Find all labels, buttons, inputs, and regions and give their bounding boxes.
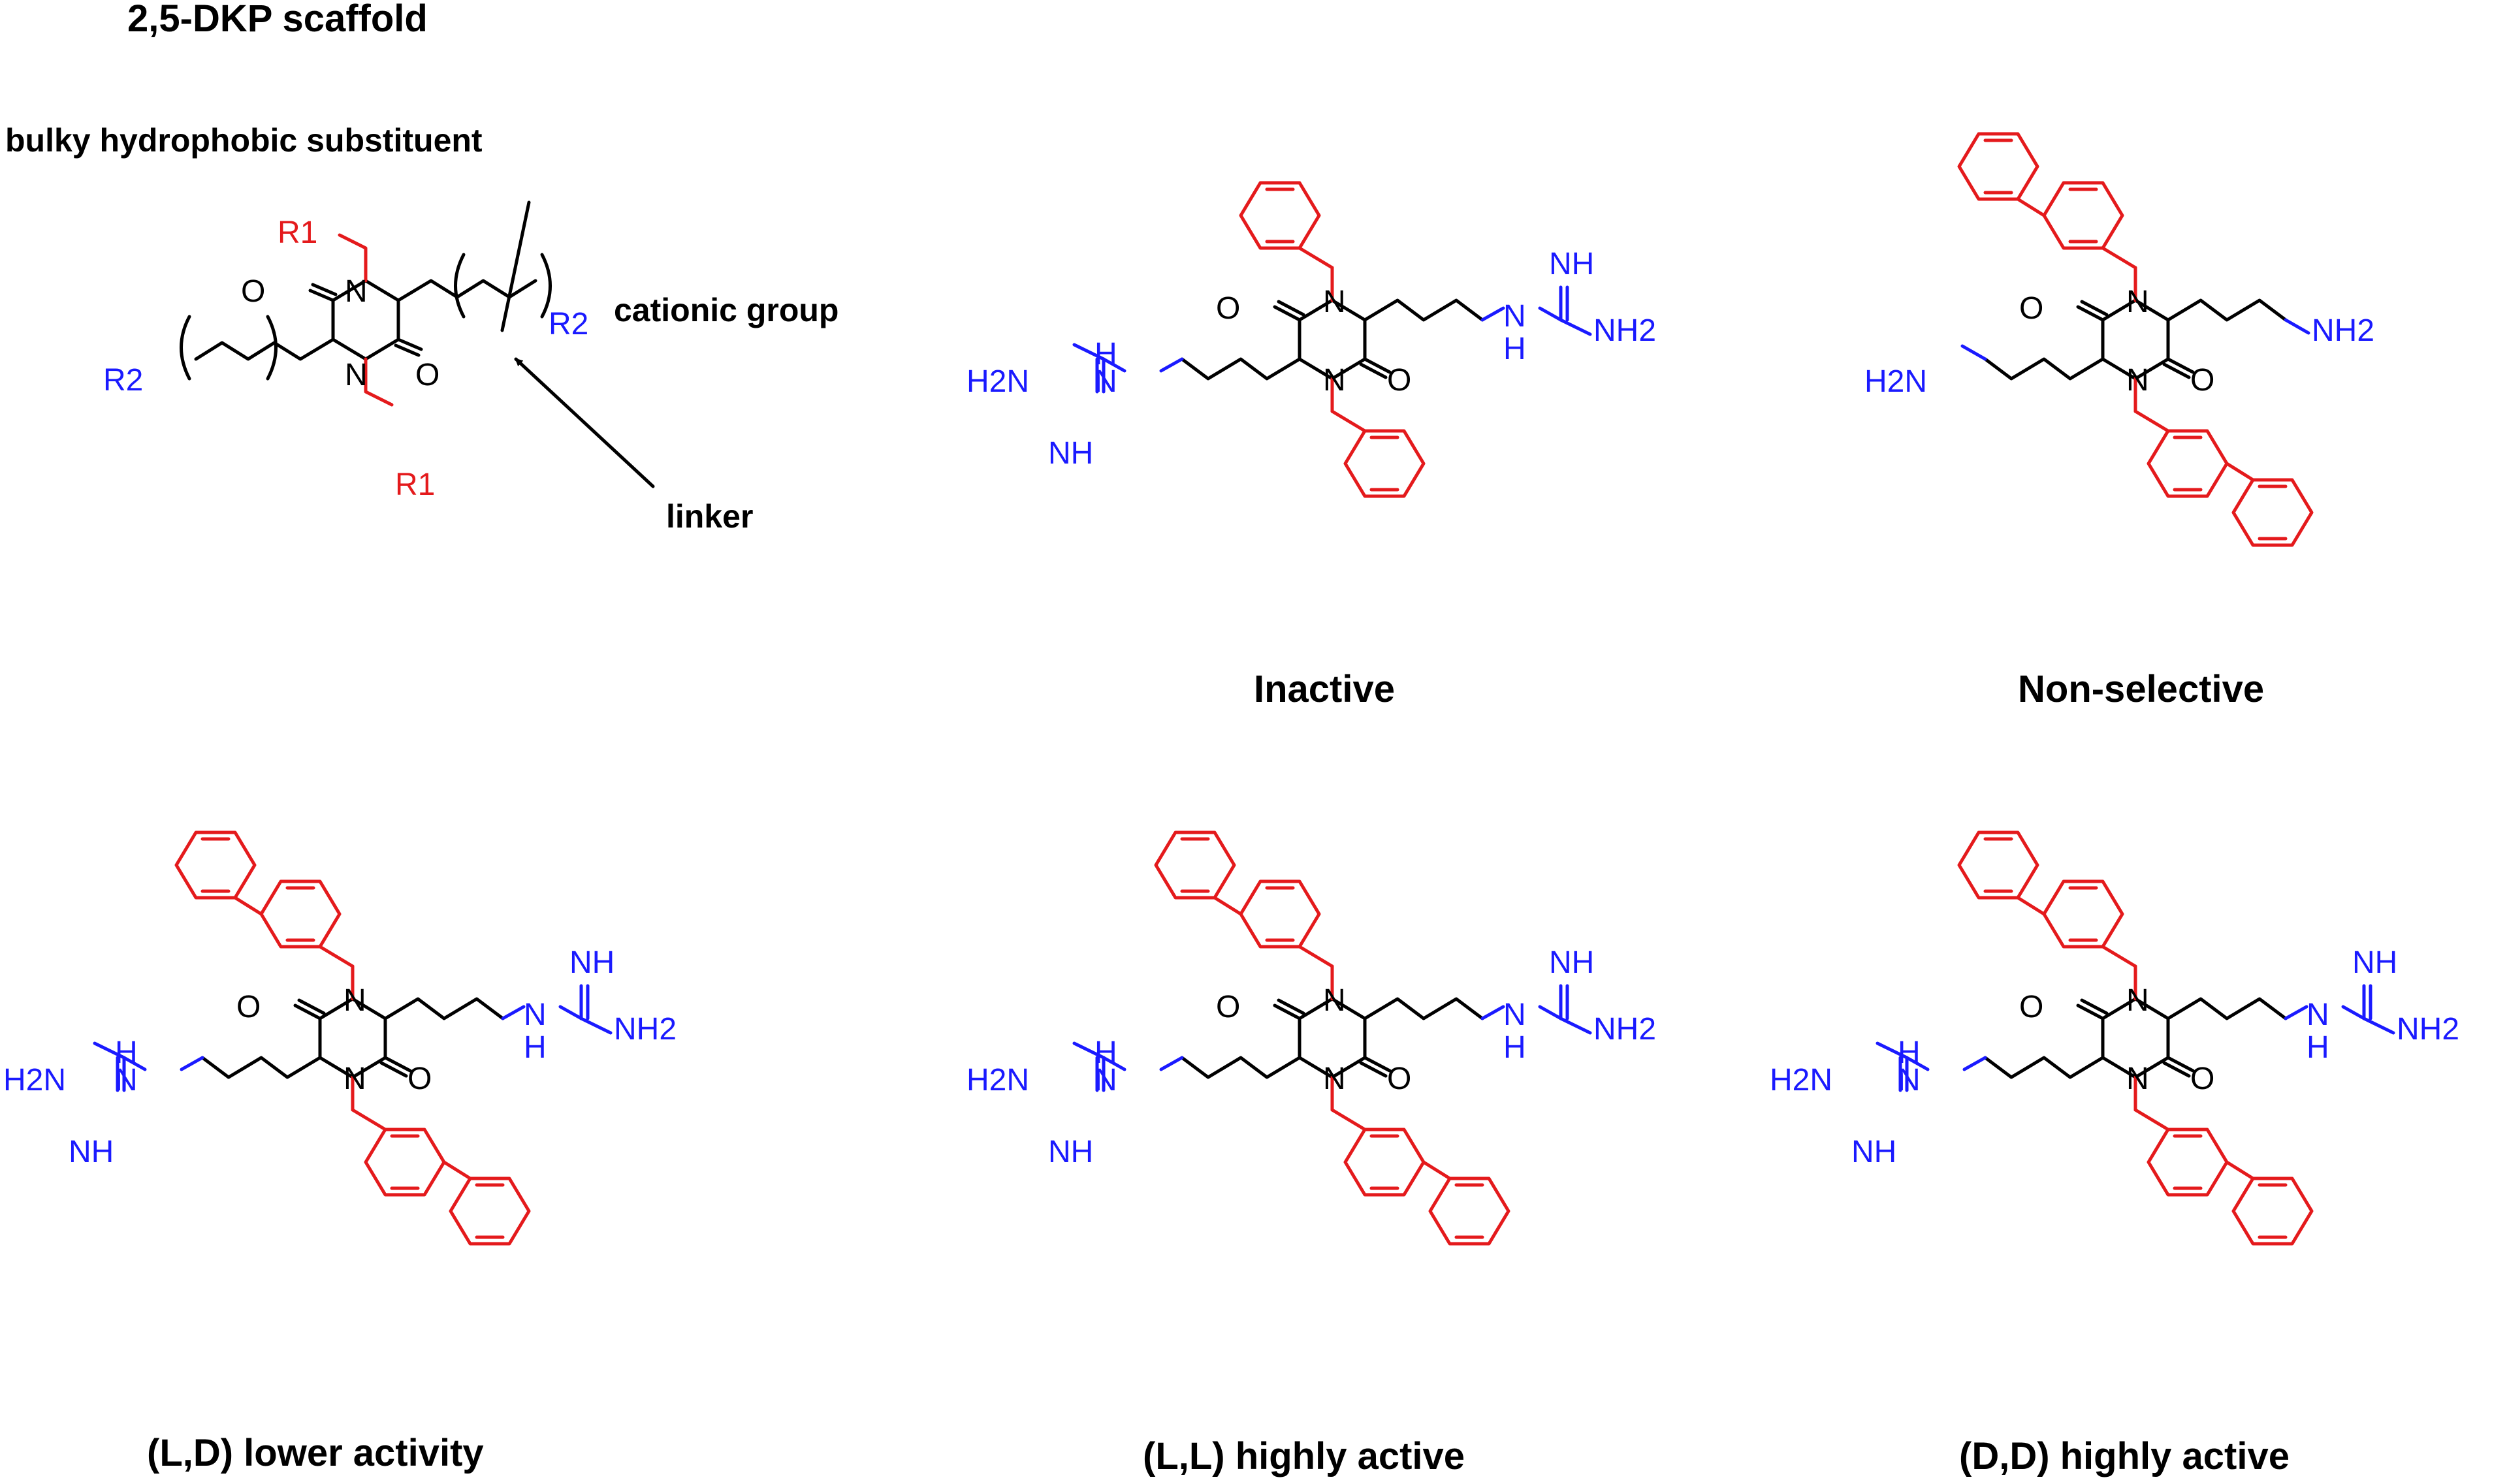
label-linker: linker xyxy=(666,498,753,535)
label-hydrophobic-substituent: bulky hydrophobic substituent xyxy=(5,122,483,159)
caption-inactive: Inactive xyxy=(1254,668,1395,710)
atom-oxygen: O xyxy=(2019,990,2043,1024)
scaffold-title: 2,5-DKP scaffold xyxy=(127,0,428,40)
atom-imine: NH xyxy=(1851,1135,1896,1169)
linker-arrow xyxy=(514,357,655,488)
atom-amine: H2N xyxy=(966,1063,1029,1097)
atom-nitrogen: N xyxy=(1094,364,1117,399)
caption-nonselective: Non-selective xyxy=(2018,668,2264,710)
atom-nitrogen: N xyxy=(2126,1062,2149,1096)
atom-imine: NH xyxy=(1048,436,1093,471)
atom-nitrogen: N xyxy=(1323,983,1346,1018)
atom-imine: NH xyxy=(69,1135,114,1169)
atom-oxygen: O xyxy=(2190,1062,2214,1096)
atom-amine: NH2 xyxy=(2312,313,2374,348)
atom-nitrogen: N xyxy=(2126,363,2149,398)
atom-nitrogen: N xyxy=(1503,998,1526,1032)
atom-amine: H2N xyxy=(966,364,1029,399)
label-cationic-group: cationic group xyxy=(614,292,838,328)
atom-oxygen: O xyxy=(236,990,261,1024)
atom-nitrogen: N xyxy=(1503,299,1526,334)
atom-imine: NH xyxy=(2352,945,2397,980)
atom-amine: H2N xyxy=(1864,364,1927,399)
atom-nitrogen: N xyxy=(1898,1063,1921,1097)
atom-oxygen: O xyxy=(241,274,265,309)
atom-hydrogen: H xyxy=(2307,1030,2329,1065)
atom-hydrogen: H xyxy=(1898,1035,1921,1070)
atom-nitrogen: N xyxy=(115,1063,138,1097)
atom-hydrogen: H xyxy=(1503,332,1526,366)
atom-amine: NH2 xyxy=(614,1012,677,1047)
atom-oxygen: O xyxy=(1387,1062,1411,1096)
atom-imine: NH xyxy=(1048,1135,1093,1169)
atom-nitrogen: N xyxy=(343,983,366,1018)
atom-oxygen: O xyxy=(1216,990,1240,1024)
atom-imine: NH xyxy=(569,945,615,980)
caption-dd: (D,D) highly active xyxy=(1959,1435,2290,1477)
atom-nitrogen: N xyxy=(345,358,368,392)
scaffold-molecule xyxy=(180,200,552,407)
atom-oxygen: O xyxy=(407,1062,432,1096)
atom-nitrogen: N xyxy=(1323,1062,1346,1096)
atom-amine: NH2 xyxy=(1593,313,1656,348)
atom-nitrogen: N xyxy=(2307,998,2329,1032)
atom-nitrogen: N xyxy=(524,998,547,1032)
atom-nitrogen: N xyxy=(2126,285,2149,319)
atom-nitrogen: N xyxy=(1323,285,1346,319)
caption-ll: (L,L) highly active xyxy=(1143,1435,1465,1477)
atom-imine: NH xyxy=(1549,945,1594,980)
atom-nitrogen: N xyxy=(343,1062,366,1096)
atom-nitrogen: N xyxy=(345,274,368,309)
atom-nitrogen: N xyxy=(1094,1063,1117,1097)
atom-hydrogen: H xyxy=(1503,1030,1526,1065)
atom-hydrogen: H xyxy=(1094,1035,1117,1070)
atom-oxygen: O xyxy=(415,358,439,392)
atom-amine: H2N xyxy=(3,1063,66,1097)
atom-nitrogen: N xyxy=(1323,363,1346,398)
atom-r2: R2 xyxy=(549,307,588,341)
atom-amine: H2N xyxy=(1770,1063,1832,1097)
atom-r1: R1 xyxy=(278,215,317,250)
atom-nitrogen: N xyxy=(2126,983,2149,1018)
atom-r1: R1 xyxy=(395,467,435,502)
atom-oxygen: O xyxy=(1216,291,1240,326)
atom-oxygen: O xyxy=(2019,291,2043,326)
atom-oxygen: O xyxy=(1387,363,1411,398)
caption-ld: (L,D) lower activity xyxy=(147,1432,484,1474)
atom-amine: NH2 xyxy=(1593,1012,1656,1047)
molecule-nonselective xyxy=(1959,134,2312,545)
atom-hydrogen: H xyxy=(1094,337,1117,371)
atom-imine: NH xyxy=(1549,247,1594,281)
atom-amine: NH2 xyxy=(2397,1012,2459,1047)
atom-r2: R2 xyxy=(103,363,143,398)
atom-hydrogen: H xyxy=(524,1030,547,1065)
atom-oxygen: O xyxy=(2190,363,2214,398)
atom-hydrogen: H xyxy=(115,1035,138,1070)
